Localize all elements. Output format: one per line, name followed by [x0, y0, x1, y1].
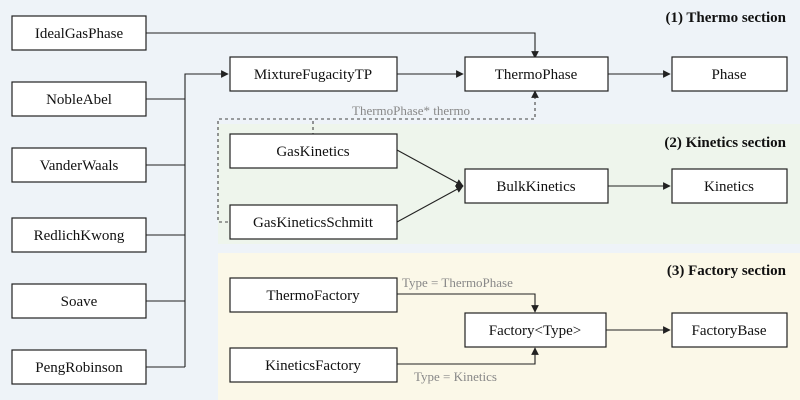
node-label-thermophase: ThermoPhase	[495, 67, 578, 83]
edge-kineticsfactory-factorytype	[397, 347, 539, 365]
node-noblelabel: NobleAbel	[11, 81, 147, 117]
node-phase: Phase	[671, 56, 788, 92]
type-thermophase-label: Type = ThermoPhase	[402, 275, 513, 290]
kinetics-section-title: (2) Kinetics section	[664, 135, 786, 151]
node-label-kinetics: Kinetics	[704, 179, 754, 195]
edge-bus-mixturefugacitytp	[184, 70, 229, 367]
node-pengrobinson: PengRobinson	[11, 349, 147, 385]
node-redlichkwong: RedlichKwong	[11, 217, 147, 253]
node-gaskineticsschmitt: GasKineticsSchmitt	[229, 204, 398, 240]
node-factorybase: FactoryBase	[671, 312, 788, 348]
node-label-bulkkinetics: BulkKinetics	[496, 179, 575, 195]
edge-gaskinetics-bulkkinetics	[396, 149, 464, 187]
edge-gaskineticsschmitt-bulkkinetics	[396, 185, 464, 223]
edge-thermofactory-factorytype	[397, 293, 539, 313]
node-gaskinetics: GasKinetics	[229, 133, 398, 169]
node-idealgasphase: IdealGasPhase	[11, 15, 147, 51]
node-label-gaskinetics: GasKinetics	[276, 144, 349, 160]
thermo-pointer-label: ThermoPhase* thermo	[352, 103, 470, 118]
node-label-phase: Phase	[712, 67, 747, 83]
node-thermofactory: ThermoFactory	[229, 277, 398, 313]
edge-kinetics-thermo-reference	[217, 90, 539, 223]
node-label-kineticsfactory: KineticsFactory	[265, 358, 361, 374]
node-label-noblelabel: NobleAbel	[46, 92, 112, 108]
node-label-vanderwaals: VanderWaals	[40, 158, 119, 174]
node-label-factorytype: Factory<Type>	[489, 323, 582, 339]
node-vanderwaals: VanderWaals	[11, 147, 147, 183]
type-kinetics-label: Type = Kinetics	[414, 369, 497, 384]
thermo-section-title: (1) Thermo section	[665, 10, 786, 26]
node-label-thermofactory: ThermoFactory	[266, 288, 360, 304]
node-label-mixturefugacitytp: MixtureFugacityTP	[254, 67, 372, 83]
factory-section-title: (3) Factory section	[667, 263, 787, 279]
node-mixturefugacitytp: MixtureFugacityTP	[229, 56, 398, 92]
node-label-gaskineticsschmitt: GasKineticsSchmitt	[253, 215, 374, 231]
node-label-pengrobinson: PengRobinson	[35, 360, 123, 376]
node-label-soave: Soave	[61, 294, 98, 310]
edge-idealgasphase-thermophase	[146, 32, 539, 59]
node-kineticsfactory: KineticsFactory	[229, 347, 398, 383]
node-soave: Soave	[11, 283, 147, 319]
node-label-factorybase: FactoryBase	[692, 323, 767, 339]
node-thermophase: ThermoPhase	[464, 56, 609, 92]
node-factorytype: Factory<Type>	[464, 312, 607, 348]
node-label-redlichkwong: RedlichKwong	[34, 228, 125, 244]
node-label-idealgasphase: IdealGasPhase	[35, 26, 124, 42]
node-bulkkinetics: BulkKinetics	[464, 168, 609, 204]
node-kinetics: Kinetics	[671, 168, 788, 204]
